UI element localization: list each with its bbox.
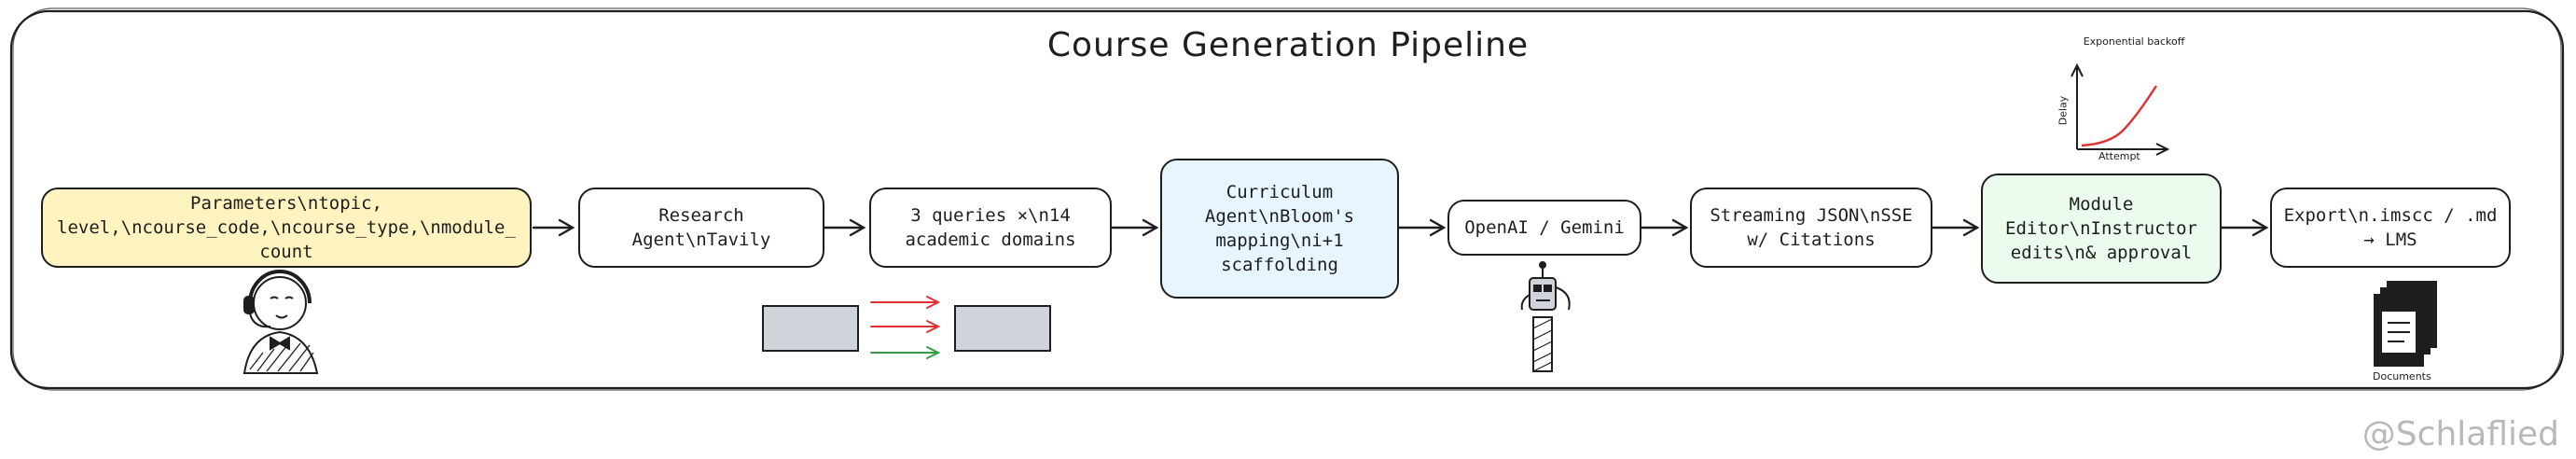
developer-illustration [242, 270, 319, 374]
edge-parameters-research-head [558, 218, 575, 237]
node-queries: 3 queries ×\n14 academic domains [869, 188, 1112, 268]
query-red-arrow-2-head [926, 320, 941, 333]
robot-arm-left [1520, 294, 1530, 311]
developer-headset-icon [248, 270, 312, 304]
node-export: Export\n.imscc / .md → LMS [2270, 188, 2511, 268]
backoff-chart-xlabel: Attempt [2098, 150, 2140, 162]
backoff-chart [2070, 63, 2170, 156]
query-red-arrow-1-head [926, 296, 941, 309]
outer-frame-sketch [12, 7, 2562, 391]
node-streaming: Streaming JSON\nSSE w/ Citations [1690, 188, 1932, 268]
developer-mic [249, 313, 271, 328]
edge-llm-streaming-head [1671, 218, 1689, 237]
robot-eye-left [1533, 285, 1542, 292]
node-llm: OpenAI / Gemini [1447, 200, 1641, 256]
outer-frame [9, 9, 2565, 390]
watermark: @Schlaflied [2361, 415, 2559, 453]
robot-arm [1555, 286, 1571, 311]
node-research: Research Agent\nTavily [578, 188, 824, 268]
node-parameters: Parameters\ntopic, level,\ncourse_code,\… [41, 188, 532, 268]
robot-eye-right [1544, 285, 1552, 292]
node-research-label: Research Agent\nTavily [631, 205, 771, 250]
developer-head [253, 276, 307, 330]
robot-head [1529, 277, 1557, 311]
query-green-arrow-head [926, 346, 941, 359]
edge-queries-curriculum-head [1142, 218, 1159, 237]
query-source-box [762, 305, 859, 352]
node-export-label: Export\n.imscc / .md → LMS [2283, 205, 2498, 250]
node-editor-label: Module Editor\nInstructor edits\n& appro… [2005, 194, 2197, 263]
developer-mouth [275, 314, 288, 319]
node-streaming-label: Streaming JSON\nSSE w/ Citations [1710, 205, 1913, 250]
robot-antenna-tip [1539, 261, 1546, 269]
query-fanout-illustration [762, 296, 1051, 359]
developer-hatch [249, 342, 314, 372]
developer-eyes [270, 296, 294, 299]
robot-illustration [1520, 261, 1571, 372]
documents-illustration [2374, 281, 2437, 367]
backoff-y-axis-head [2070, 63, 2084, 77]
edge-curriculum-llm-head [1429, 218, 1447, 237]
backoff-chart-title: Exponential backoff [2083, 35, 2185, 48]
edge-research-queries-head [849, 218, 866, 237]
documents-label: Documents [2373, 370, 2431, 382]
node-editor: Module Editor\nInstructor edits\n& appro… [1981, 174, 2222, 284]
node-llm-label: OpenAI / Gemini [1464, 217, 1625, 238]
query-target-box [954, 305, 1051, 352]
developer-earphone [243, 296, 255, 314]
edge-editor-export-head [2251, 218, 2269, 237]
connector-arrows [532, 218, 2269, 237]
backoff-chart-ylabel: Delay [2057, 95, 2070, 126]
node-parameters-label: Parameters\ntopic, level,\ncourse_code,\… [57, 193, 516, 262]
robot-body [1532, 316, 1553, 372]
backoff-x-axis-head [2155, 143, 2170, 156]
node-queries-label: 3 queries ×\n14 academic domains [905, 205, 1076, 250]
backoff-curve [2081, 85, 2158, 147]
developer-bowtie-icon [270, 336, 290, 351]
node-curriculum-label: Curriculum Agent\nBloom's mapping\ni+1 s… [1204, 182, 1355, 275]
robot-body-hatch [1532, 318, 1553, 372]
node-curriculum: Curriculum Agent\nBloom's mapping\ni+1 s… [1160, 159, 1399, 299]
diagram-title: Course Generation Pipeline [1046, 26, 1530, 64]
edge-streaming-editor-head [1962, 218, 1980, 237]
